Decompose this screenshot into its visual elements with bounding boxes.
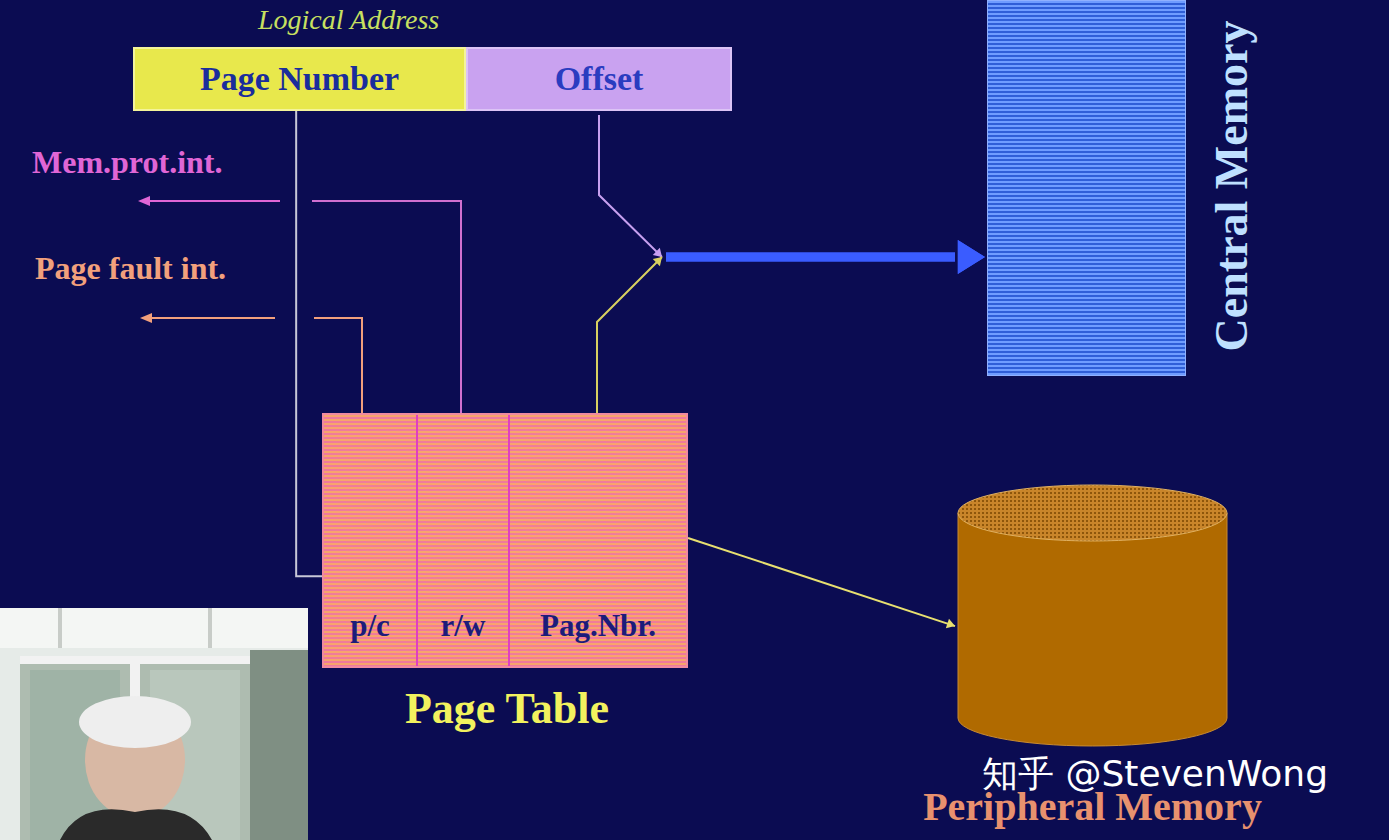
connector-part bbox=[597, 257, 662, 415]
table-column: r/w bbox=[416, 415, 508, 666]
connector bbox=[296, 111, 322, 576]
connector-part bbox=[666, 253, 955, 262]
connector-part bbox=[958, 240, 985, 274]
table-column: p/c bbox=[324, 415, 416, 666]
offset-field: Offset bbox=[466, 47, 732, 111]
disk-cylinder: Peripheral Memory bbox=[957, 483, 1228, 748]
node-text: Pag.Nbr. bbox=[540, 608, 656, 644]
central-memory: Central Memory bbox=[987, 0, 1186, 376]
interrupt-label: Mem.prot.int. bbox=[32, 144, 222, 181]
table-column: Pag.Nbr. bbox=[508, 415, 686, 666]
node-text: p/c bbox=[350, 608, 390, 644]
connector bbox=[597, 240, 985, 415]
node-text: Offset bbox=[555, 60, 644, 98]
node-text: Page Table bbox=[324, 683, 690, 734]
node-text: r/w bbox=[441, 608, 486, 644]
leader-lines bbox=[138, 196, 461, 413]
connector-part bbox=[653, 248, 662, 257]
page-number-field: Page Number bbox=[133, 47, 466, 111]
connector bbox=[599, 115, 985, 274]
node-text: Page Number bbox=[200, 60, 399, 98]
watermark: 知乎 @StevenWong bbox=[982, 750, 1328, 799]
page-table: Page Tablep/cr/wPag.Nbr. bbox=[322, 413, 688, 668]
connector-part bbox=[653, 257, 662, 266]
connector-part bbox=[296, 111, 322, 576]
presenter-photo bbox=[0, 608, 308, 840]
interrupt-label: Page fault int. bbox=[35, 250, 226, 287]
cylinder-outline bbox=[957, 483, 1228, 748]
diagram-title: Logical Address bbox=[258, 4, 439, 36]
connector bbox=[688, 538, 955, 628]
node-text: Central Memory bbox=[1205, 21, 1258, 352]
connector-part bbox=[958, 240, 985, 274]
connector-part bbox=[946, 619, 955, 628]
connector-part bbox=[666, 253, 955, 262]
connector-part bbox=[599, 115, 662, 257]
connector-part bbox=[688, 538, 955, 626]
